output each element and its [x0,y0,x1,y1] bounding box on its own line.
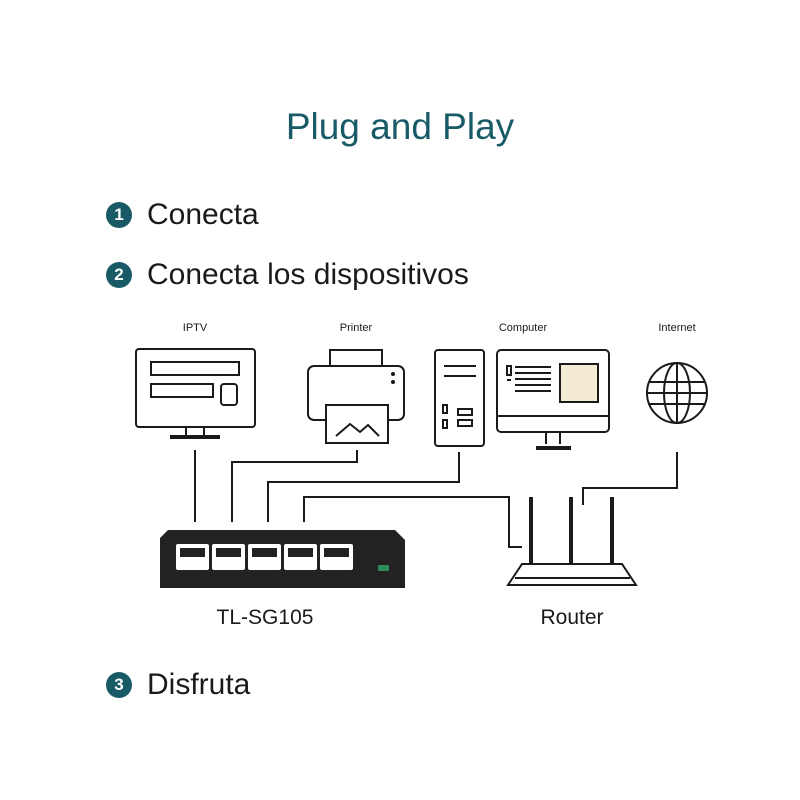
computer-tower-icon [434,349,485,447]
step-number-2: 2 [106,262,132,288]
computer-label: Computer [499,322,548,334]
cable-computer [267,452,460,522]
page-title: Plug and Play [285,106,515,147]
step-label-3: Disfruta [147,668,251,701]
router-icon [506,497,638,586]
step-label-2: Conecta los dispositivos [147,258,469,291]
printer-label: Printer [340,322,373,334]
globe-icon [646,362,708,424]
printer-icon [307,349,405,444]
step-connect-devices: 2 Conecta los dispositivos [106,258,469,292]
router-label: Router [540,606,603,629]
cable-internet [582,452,678,505]
status-led [378,565,389,571]
cables [194,450,678,548]
switch-icon [160,530,405,588]
monitor-icon [496,349,610,450]
cable-printer [231,450,358,522]
step-number-1: 1 [106,202,132,228]
cable-router [303,496,522,548]
step-enjoy: 3 Disfruta [106,668,250,702]
iptv-label: IPTV [183,322,208,334]
tv-icon [135,348,256,439]
step-connect: 1 Conecta [106,198,259,232]
internet-label: Internet [658,322,695,334]
step-label-1: Conecta [147,198,259,231]
step-number-3: 3 [106,672,132,698]
switch-label: TL-SG105 [217,606,314,629]
